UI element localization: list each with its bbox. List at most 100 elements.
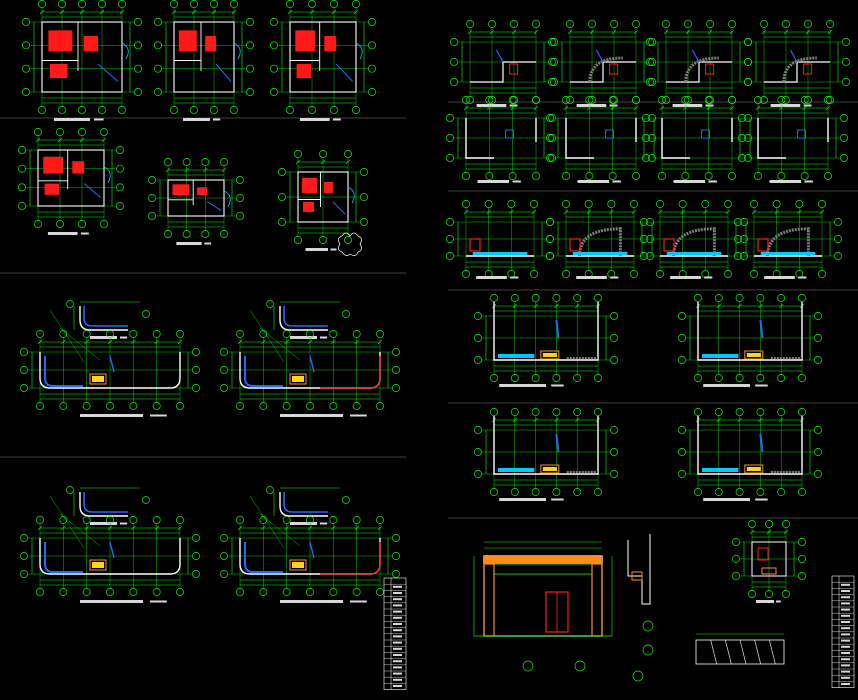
grid-bubble bbox=[646, 58, 654, 66]
grid-bubble bbox=[782, 96, 790, 104]
grid-bubble bbox=[842, 38, 850, 46]
dimension-tick bbox=[331, 525, 336, 531]
grid-bubble bbox=[632, 96, 640, 104]
grid-bubble bbox=[236, 588, 244, 596]
grid-bubble bbox=[134, 88, 142, 96]
legend-entry-mark bbox=[393, 629, 402, 632]
scale-mark bbox=[551, 384, 564, 387]
red-fixture-block bbox=[172, 184, 190, 196]
grid-bubble bbox=[814, 426, 822, 434]
dimension-tick bbox=[685, 29, 691, 35]
grid-bubble bbox=[306, 588, 314, 596]
plan-title-mark bbox=[673, 180, 705, 183]
grid-bubble bbox=[678, 448, 686, 456]
dimension-tick bbox=[510, 105, 515, 111]
grid-bubble bbox=[548, 78, 556, 86]
scale-mark bbox=[755, 384, 768, 387]
grid-bubble bbox=[106, 402, 114, 410]
legend-entry-mark bbox=[393, 635, 402, 638]
grid-bubble bbox=[59, 330, 68, 338]
grid-bubble bbox=[610, 470, 618, 478]
grid-bubble bbox=[220, 348, 228, 356]
grid-bubble bbox=[608, 172, 617, 180]
grid-bubble bbox=[259, 588, 268, 596]
grid-bubble bbox=[462, 172, 470, 180]
leader-line bbox=[59, 513, 101, 547]
grid-bubble bbox=[798, 538, 806, 546]
corner-bathroom-plan bbox=[546, 96, 656, 183]
grid-bubble bbox=[466, 20, 474, 28]
grid-bubble bbox=[376, 330, 384, 338]
scale-mark bbox=[204, 242, 212, 245]
grid-bubble bbox=[474, 312, 482, 320]
dimension-tick bbox=[729, 29, 735, 35]
grid-bubble bbox=[800, 96, 809, 104]
plan-title-mark bbox=[80, 414, 143, 417]
blue-fixture bbox=[701, 129, 710, 139]
pipe-line bbox=[555, 319, 560, 339]
grid-bubble bbox=[270, 64, 278, 73]
vanity-fixture bbox=[540, 464, 560, 474]
scale-mark bbox=[120, 522, 128, 525]
grid-bubble bbox=[376, 516, 384, 524]
grid-bubble bbox=[246, 41, 254, 50]
grid-bubble bbox=[732, 555, 740, 563]
grid-bubble bbox=[640, 235, 648, 243]
dimension-tick bbox=[533, 303, 538, 309]
grid-bubble bbox=[798, 294, 806, 302]
leader-line bbox=[259, 513, 301, 547]
corner-bathroom-plan bbox=[446, 200, 554, 279]
grid-bubble bbox=[800, 172, 809, 180]
dimension-tick bbox=[354, 525, 359, 531]
vanity-fixture bbox=[540, 350, 560, 360]
grid-bubble bbox=[192, 570, 200, 578]
grid-bubble bbox=[246, 88, 254, 96]
grid-bubble bbox=[738, 114, 746, 122]
plan-title-mark bbox=[299, 118, 330, 121]
dimension-tick bbox=[37, 525, 43, 531]
grid-bubble bbox=[148, 176, 156, 184]
grid-bubble bbox=[34, 220, 42, 228]
mini-plan-detail bbox=[732, 520, 806, 603]
grid-bubble bbox=[584, 200, 593, 208]
pipe-line bbox=[215, 63, 232, 82]
dimension-tick bbox=[84, 339, 89, 345]
tile-joint bbox=[710, 639, 717, 665]
dimension-tick bbox=[107, 525, 113, 531]
plan-title-mark bbox=[576, 276, 607, 279]
grid-bubble bbox=[594, 488, 602, 496]
grid-bubble bbox=[694, 374, 702, 382]
grid-bubble bbox=[782, 520, 790, 528]
plan-title-mark bbox=[90, 336, 117, 339]
red-fixture bbox=[509, 63, 519, 75]
grid-bubble bbox=[562, 96, 570, 104]
legend-entry-mark bbox=[393, 592, 402, 594]
grid-bubble bbox=[678, 200, 687, 208]
grid-bubble bbox=[22, 88, 30, 96]
dimension-tick bbox=[203, 167, 208, 173]
dimension-tick bbox=[119, 9, 125, 15]
dimension-tick bbox=[509, 209, 514, 215]
dimension-tick bbox=[79, 137, 85, 143]
dimension-tick bbox=[554, 417, 559, 423]
legend-entry-mark bbox=[393, 685, 402, 687]
grid-bubble bbox=[488, 96, 496, 104]
grid-bubble bbox=[814, 356, 822, 364]
dimension-tick bbox=[35, 137, 41, 143]
curved-bath-fixture bbox=[244, 542, 283, 573]
grid-bubble bbox=[531, 408, 540, 416]
dimension-tick bbox=[574, 303, 580, 309]
grid-bubble bbox=[732, 572, 740, 580]
grid-bubble bbox=[814, 312, 822, 320]
plan-title-mark bbox=[769, 180, 801, 183]
door-swing bbox=[121, 42, 129, 60]
dimension-tick bbox=[774, 209, 779, 215]
grid-bubble bbox=[608, 96, 617, 104]
grid-bubble bbox=[152, 330, 161, 338]
grid-bubble bbox=[308, 106, 316, 114]
grid-bubble bbox=[842, 58, 850, 66]
grid-bubble bbox=[148, 194, 156, 202]
grid-bubble bbox=[36, 402, 44, 410]
scale-mark bbox=[320, 336, 328, 339]
grid-bubble bbox=[236, 516, 244, 524]
